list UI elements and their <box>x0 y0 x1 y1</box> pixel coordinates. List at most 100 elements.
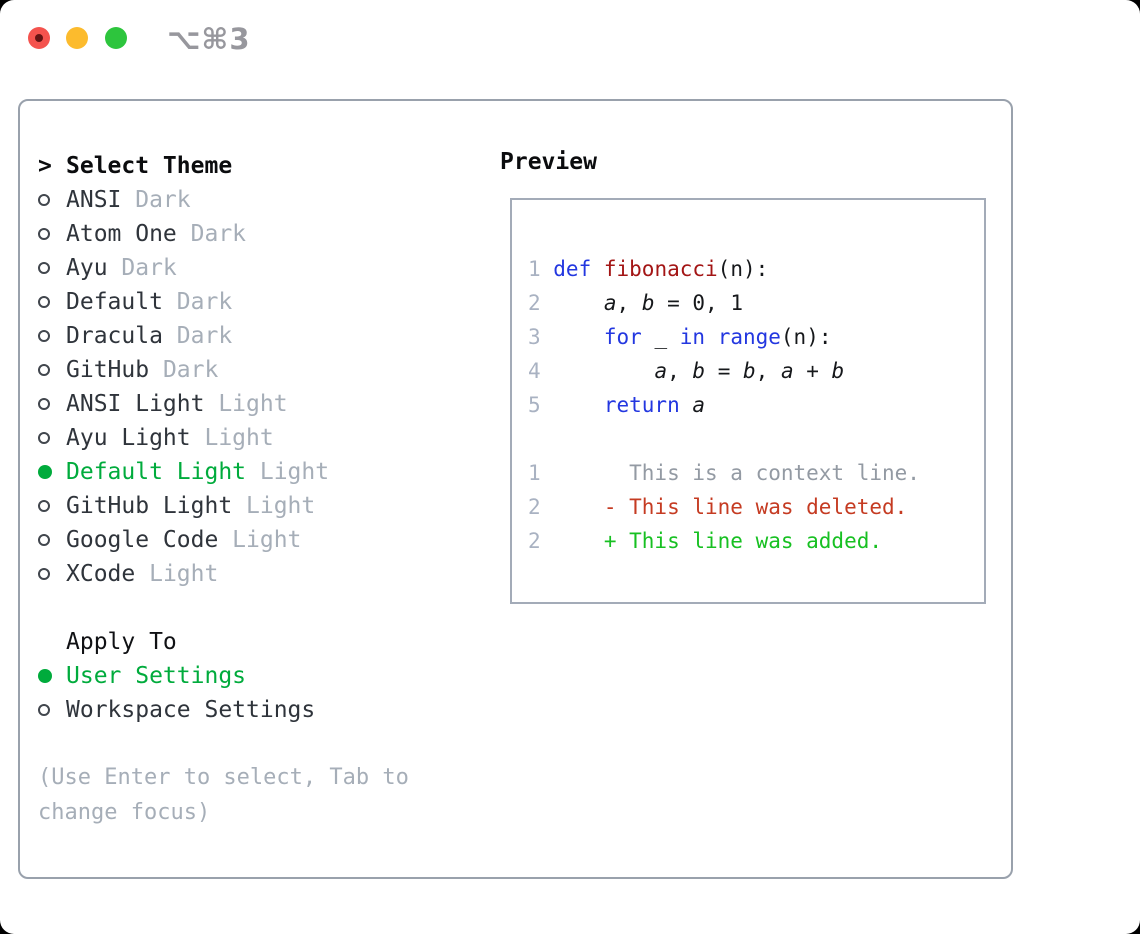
preview-line: 5 return a <box>528 388 984 422</box>
radio-icon <box>38 228 66 240</box>
code-token-plain: , <box>616 291 642 315</box>
code-token-var: b <box>692 359 706 383</box>
line-number: 3 <box>528 325 541 349</box>
code-token-plain <box>553 325 604 349</box>
radio-icon <box>38 398 66 410</box>
preview-line: 1 This is a context line. <box>528 456 984 490</box>
radio-icon <box>38 330 66 342</box>
code-token-plain: = <box>705 359 743 383</box>
radio-selected-icon <box>38 465 66 479</box>
line-number: 2 <box>528 495 541 519</box>
option-label: Workspace Settings <box>66 697 316 723</box>
theme-option[interactable]: GitHub Dark <box>38 353 478 387</box>
code-token-var: b <box>831 359 845 383</box>
option-variant-label: Dark <box>190 221 247 247</box>
theme-option[interactable]: ANSI Light Light <box>38 387 478 421</box>
preview-line: 3 for _ in range(n): <box>528 320 984 354</box>
code-token-plain: , <box>755 359 781 383</box>
line-number: 2 <box>528 291 541 315</box>
titlebar: ⌥⌘3 <box>0 0 1140 80</box>
code-token-fn: fibonacci <box>603 257 718 281</box>
select-theme-heading-row: > Select Theme <box>38 149 478 183</box>
code-token-var: a <box>780 359 794 383</box>
code-token-plain: + <box>793 359 832 383</box>
option-variant-label: Dark <box>121 255 177 281</box>
theme-option[interactable]: Default Light Light <box>38 455 478 489</box>
code-token-kw: in <box>679 325 706 349</box>
code-token-plain: = 0, 1 <box>654 291 743 315</box>
option-variant-label: Dark <box>176 289 233 315</box>
apply-option[interactable]: Workspace Settings <box>38 693 478 727</box>
theme-option[interactable]: Ayu Light Light <box>38 421 478 455</box>
line-number: 1 <box>528 257 541 281</box>
option-label: User Settings <box>66 663 247 689</box>
radio-icon <box>38 432 66 444</box>
option-variant-label: Light <box>246 493 316 519</box>
theme-option[interactable]: GitHub Light Light <box>38 489 478 523</box>
option-label: ANSI <box>66 187 122 213</box>
line-number: 2 <box>528 529 541 553</box>
preview-line: 2 - This line was deleted. <box>528 490 984 524</box>
preview-heading: Preview <box>500 149 597 175</box>
theme-option[interactable]: Atom One Dark <box>38 217 478 251</box>
code-token-var: b <box>641 291 655 315</box>
option-variant-label: Light <box>259 459 330 485</box>
option-label: Ayu Light <box>66 425 191 451</box>
code-token-plain <box>680 393 693 417</box>
apply-option[interactable]: User Settings <box>38 659 478 693</box>
radio-icon <box>38 568 66 580</box>
option-variant-label: Dark <box>176 323 233 349</box>
option-variant-label: Dark <box>162 357 219 383</box>
option-label: GitHub <box>66 357 150 383</box>
code-token-kw: range <box>717 325 781 349</box>
radio-icon <box>38 500 66 512</box>
code-token-var: a <box>603 291 617 315</box>
code-token-kw: return <box>603 393 680 417</box>
radio-icon <box>38 296 66 308</box>
option-label: GitHub Light <box>66 493 233 519</box>
option-variant-label: Light <box>204 425 274 451</box>
option-label: Default <box>66 289 163 315</box>
radio-icon <box>38 262 66 274</box>
radio-icon <box>38 364 66 376</box>
option-variant-label: Light <box>218 391 288 417</box>
zoom-button[interactable] <box>105 27 127 49</box>
apply-to-heading-row: Apply To <box>38 625 478 659</box>
line-number: 5 <box>528 393 541 417</box>
code-token-plain <box>553 359 654 383</box>
code-token-var: a <box>692 393 706 417</box>
radio-icon <box>38 194 66 206</box>
code-token-plain: (n): <box>717 257 769 281</box>
select-theme-heading: Select Theme <box>66 153 233 179</box>
line-number: 1 <box>528 461 541 485</box>
code-token-kw: def <box>553 257 592 281</box>
code-token-plain: (n): <box>780 325 832 349</box>
option-label: Default Light <box>66 459 247 485</box>
keyboard-shortcut-label: ⌥⌘3 <box>167 22 251 56</box>
option-label: Google Code <box>66 527 219 553</box>
code-token-plain: _ <box>641 325 680 349</box>
selection-pointer-icon: > <box>38 153 52 179</box>
usage-hint: (Use Enter to select, Tab to change focu… <box>38 765 409 825</box>
minimize-button[interactable] <box>66 27 88 49</box>
preview-line: 4 a, b = b, a + b <box>528 354 984 388</box>
line-number: 4 <box>528 359 541 383</box>
option-variant-label: Light <box>149 561 219 587</box>
close-button[interactable] <box>28 27 50 49</box>
theme-option[interactable]: Default Dark <box>38 285 478 319</box>
option-label: Atom One <box>66 221 177 247</box>
code-token-var: a <box>654 359 668 383</box>
code-token-plain <box>705 325 718 349</box>
option-label: ANSI Light <box>66 391 205 417</box>
radio-icon <box>38 534 66 546</box>
